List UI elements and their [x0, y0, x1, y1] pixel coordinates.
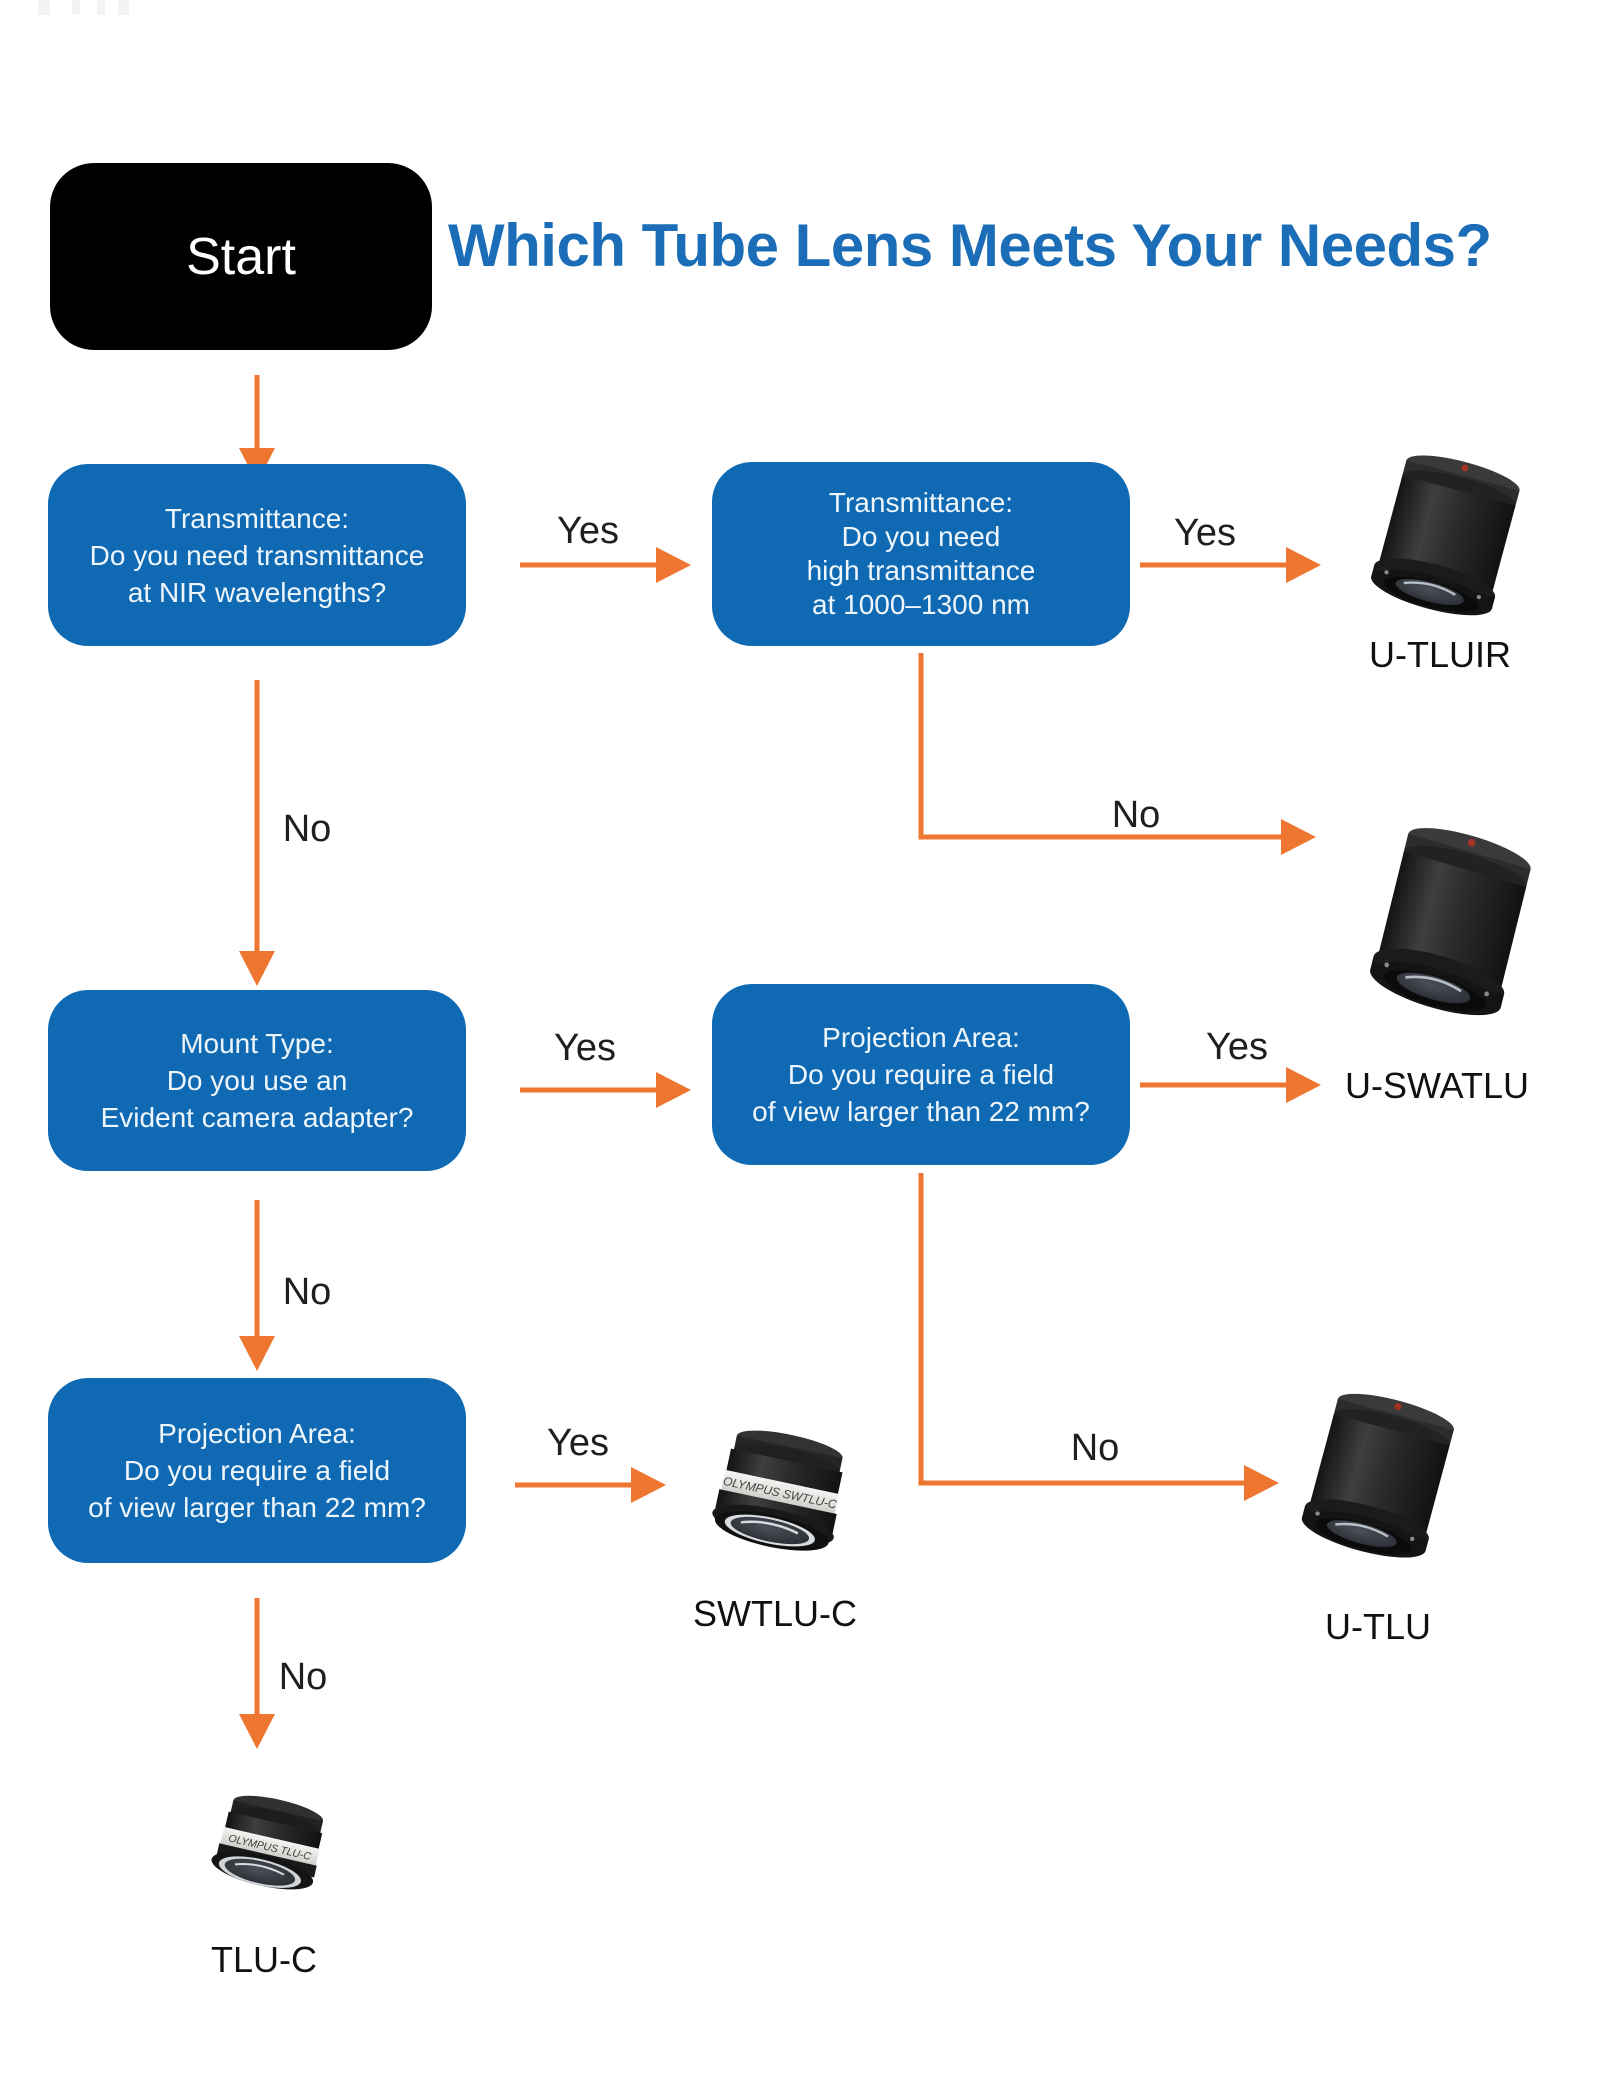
swtlu-c-image: OLYMPUS SWTLU-C [712, 1430, 843, 1551]
node-text-line: Transmittance: [164, 502, 350, 534]
start-label: Start [186, 227, 296, 286]
node-text-line: Do you need [841, 521, 1001, 552]
product-label-swtlu-c: SWTLU-C [693, 1593, 857, 1634]
edge-label-no-q3: No [282, 1271, 332, 1313]
node-text-line: Do you use an [166, 1065, 348, 1096]
node-text-line: of view larger than 22 mm? [752, 1096, 1090, 1127]
node-text-line: Do you need transmittance [89, 539, 425, 571]
node-text-line: Do you require a field [787, 1059, 1055, 1090]
u-tlu-image [1285, 1378, 1470, 1588]
node-text-line: Do you require a field [123, 1455, 391, 1486]
node-text-line: Projection Area: [158, 1418, 356, 1449]
start-node: Start [50, 163, 432, 350]
decision-projection-area-direct: Projection Area: Do you require a field … [48, 1378, 466, 1563]
product-label-tlu-c: TLU-C [211, 1939, 317, 1980]
decision-projection-area-adapter: Projection Area: Do you require a field … [712, 984, 1130, 1165]
decision-high-transmittance: Transmittance: Do you need high transmit… [712, 462, 1130, 646]
u-swatlu-image [1355, 810, 1545, 1050]
node-text-line: of view larger than 22 mm? [88, 1492, 426, 1523]
tlu-c-image: OLYMPUS TLU-C [211, 1795, 324, 1890]
cropped-logo-fragment [97, 0, 105, 15]
node-text-line: at 1000–1300 nm [812, 589, 1030, 620]
decision-mount-type: Mount Type: Do you use an Evident camera… [48, 990, 466, 1171]
u-tluir-image [1355, 440, 1535, 645]
node-text-line: Mount Type: [180, 1028, 334, 1059]
cropped-logo-fragment [38, 0, 50, 15]
node-text-line: Projection Area: [822, 1022, 1020, 1053]
edge-label-yes-q3: Yes [554, 1027, 616, 1069]
cropped-logo-fragment [118, 0, 129, 15]
node-text-line: Transmittance: [828, 487, 1014, 518]
edge-label-no-q4: No [1070, 1427, 1120, 1469]
product-label-u-tlu: U-TLU [1325, 1606, 1431, 1647]
edge-label-no-q5: No [278, 1656, 328, 1698]
edge-label-yes-q5: Yes [547, 1422, 609, 1464]
edge-label-no-q1: No [282, 808, 332, 850]
cropped-logo-fragment [72, 0, 80, 14]
edge-label-yes-q2: Yes [1174, 512, 1236, 554]
node-text-line: high transmittance [806, 555, 1036, 586]
edge-label-no-q2: No [1111, 794, 1161, 836]
node-text-line: at NIR wavelengths? [127, 576, 387, 608]
edge-label-yes-q4: Yes [1206, 1026, 1268, 1068]
edge-label-yes-q1: Yes [557, 510, 619, 552]
page-title: Which Tube Lens Meets Your Needs? [448, 212, 1492, 279]
decision-transmittance-nir: Transmittance: Do you need transmittance… [48, 464, 466, 646]
product-label-u-tluir: U-TLUIR [1369, 634, 1511, 675]
node-text-line: Evident camera adapter? [100, 1102, 414, 1133]
product-label-u-swatlu: U-SWATLU [1345, 1065, 1529, 1106]
